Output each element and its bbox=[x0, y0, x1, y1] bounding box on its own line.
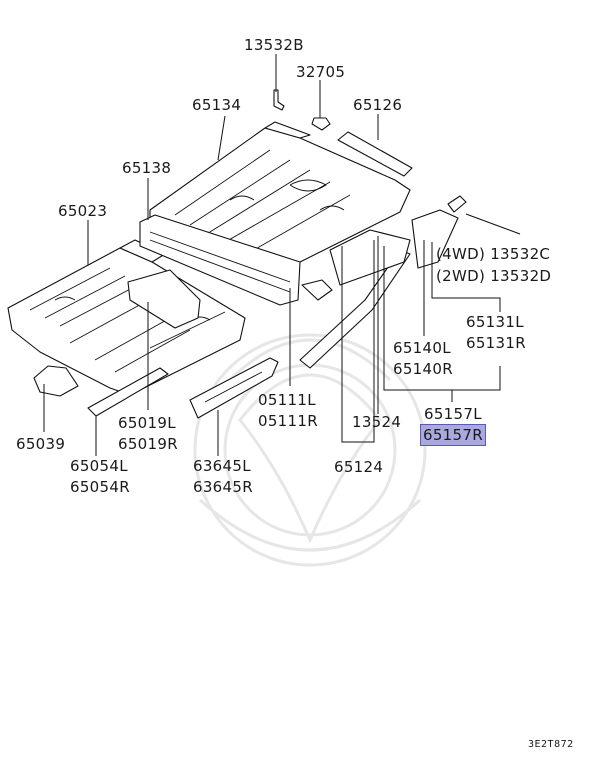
label-65138: 65138 bbox=[122, 159, 172, 177]
label-65124: 65124 bbox=[334, 458, 384, 476]
label-65023: 65023 bbox=[58, 202, 108, 220]
rear-floor-pan-details bbox=[174, 149, 351, 256]
rear-crossmember bbox=[139, 214, 301, 306]
label-65131r: 65131R bbox=[466, 334, 526, 352]
label-05111l: 05111L bbox=[258, 391, 316, 409]
label-65140l: 65140L bbox=[393, 339, 451, 357]
floor-crossmember bbox=[127, 269, 201, 329]
front-floor-pan-details bbox=[29, 267, 226, 373]
label-13532b: 13532B bbox=[244, 36, 304, 54]
label-65131l: 65131L bbox=[466, 313, 524, 331]
side-rail-63645-details bbox=[204, 371, 263, 403]
jack-bracket-05111 bbox=[301, 279, 333, 301]
bracket-13532b bbox=[273, 89, 285, 111]
label-65157r-highlighted[interactable]: 65157R bbox=[420, 424, 486, 446]
side-member-65157 bbox=[299, 249, 411, 369]
grommet-32705 bbox=[311, 117, 331, 131]
label-65134: 65134 bbox=[192, 96, 242, 114]
label-65039: 65039 bbox=[16, 435, 66, 453]
label-13532d: (2WD) 13532D bbox=[436, 267, 552, 285]
leader-lines bbox=[43, 54, 521, 456]
label-13524: 13524 bbox=[352, 413, 402, 431]
diagram-code: 3E2T872 bbox=[528, 739, 574, 750]
rear-rail-65126 bbox=[337, 131, 413, 177]
label-63645r: 63645R bbox=[193, 478, 253, 496]
label-13532c: (4WD) 13532C bbox=[436, 245, 551, 263]
label-65019l: 65019L bbox=[118, 414, 176, 432]
front-floor-pan bbox=[7, 239, 246, 396]
label-05111r: 05111R bbox=[258, 412, 318, 430]
label-32705: 32705 bbox=[296, 63, 346, 81]
label-65054r: 65054R bbox=[70, 478, 130, 496]
watermark-emblem bbox=[193, 333, 427, 567]
label-65019r: 65019R bbox=[118, 435, 178, 453]
label-65157l: 65157L bbox=[424, 405, 482, 423]
side-member-65140 bbox=[329, 229, 411, 286]
side-rail-63645 bbox=[189, 357, 279, 419]
label-65054l: 65054L bbox=[70, 457, 128, 475]
label-65126: 65126 bbox=[353, 96, 403, 114]
front-panel-65039 bbox=[33, 365, 79, 397]
rear-crossmember-details bbox=[149, 231, 291, 293]
bracket-13532c bbox=[447, 195, 467, 213]
label-63645l: 63645L bbox=[193, 457, 251, 475]
label-65140r: 65140R bbox=[393, 360, 453, 378]
